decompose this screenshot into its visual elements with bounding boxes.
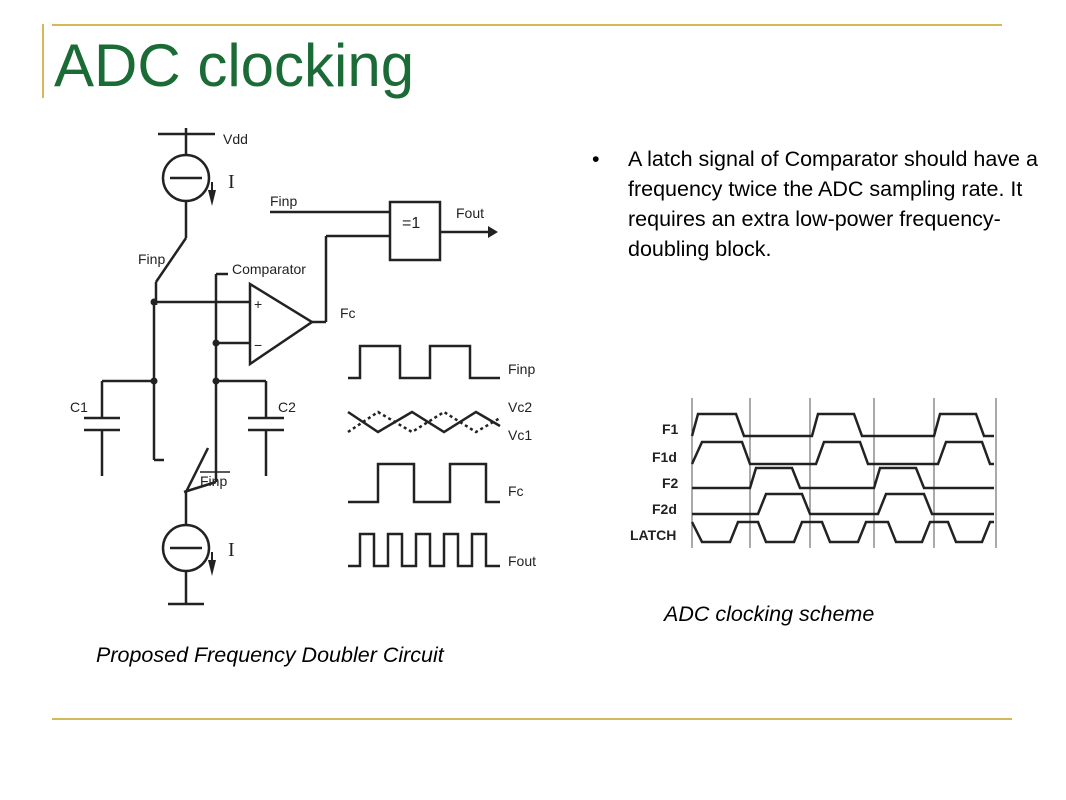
bottom-rule [52,718,1012,720]
current-label-top: I [228,171,235,193]
timing-label-f1d: F1d [652,449,677,465]
wave-fout-label: Fout [508,553,536,569]
vdd-label: Vdd [223,131,248,147]
bullet-text: A latch signal of Comparator should have… [628,147,1038,261]
plus-sign: + [254,296,262,312]
wave-vc1-label: Vc1 [508,427,532,443]
xor-label: =1 [402,215,420,232]
finp-input-label: Finp [270,193,297,209]
left-rule [42,24,44,98]
switch-top-label: Finp [138,251,165,267]
timing-diagram: F1 F1d F2 F2d LATCH [630,398,997,548]
timing-label-f1: F1 [662,421,679,437]
switch-bottom-label: Finp [200,473,227,489]
fc-label: Fc [340,305,356,321]
caption-timing: ADC clocking scheme [664,602,875,626]
timing-label-f2d: F2d [652,501,677,517]
wave-vc2-label: Vc2 [508,399,532,415]
comparator-label: Comparator [232,261,306,277]
frequency-doubler-circuit: Vdd I I Finp Finp Comparator + − Finp =1… [70,128,536,606]
c2-label: C2 [278,399,296,415]
slide-title: ADC clocking [54,32,415,99]
top-rule [52,24,1002,26]
bullet-marker: • [592,147,600,171]
c1-label: C1 [70,399,88,415]
fout-label: Fout [456,205,484,221]
wave-fc-label: Fc [508,483,524,499]
caption-circuit: Proposed Frequency Doubler Circuit [96,643,444,667]
timing-label-latch: LATCH [630,527,676,543]
current-label-bottom: I [228,539,235,561]
wave-finp-label: Finp [508,361,535,377]
minus-sign: − [254,337,262,353]
timing-label-f2: F2 [662,475,679,491]
